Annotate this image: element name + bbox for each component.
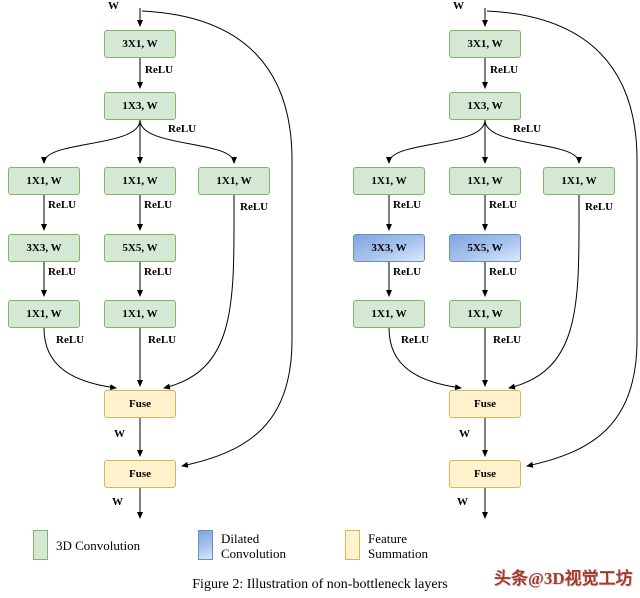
legend-swatch-3d-convolution bbox=[33, 530, 48, 560]
node-dilated-conv-5x5: 5X5, W bbox=[449, 234, 521, 262]
w-label: W bbox=[108, 0, 119, 12]
relu-label: ReLU bbox=[585, 201, 614, 213]
arrow bbox=[163, 194, 235, 390]
relu-label: ReLU bbox=[393, 266, 422, 278]
node-conv-3x3: 3X3, W bbox=[8, 234, 80, 262]
legend-label-dilated-convolution: Dilated Convolution bbox=[221, 531, 286, 561]
node-conv-1x1-branch2: 1X1, W bbox=[104, 167, 176, 195]
w-label: W bbox=[453, 0, 464, 12]
node-conv-1x1-branch1: 1X1, W bbox=[353, 167, 425, 195]
node-fuse-1: Fuse bbox=[104, 390, 176, 418]
relu-label: ReLU bbox=[393, 199, 422, 211]
relu-label: ReLU bbox=[145, 64, 174, 76]
relu-label: ReLU bbox=[56, 334, 85, 346]
relu-label: ReLU bbox=[489, 266, 518, 278]
node-fuse-2: Fuse bbox=[104, 460, 176, 488]
relu-label: ReLU bbox=[48, 266, 77, 278]
legend-dilated-line2: Convolution bbox=[221, 546, 287, 561]
legend-label-3d-convolution: 3D Convolution bbox=[56, 538, 141, 553]
node-conv-1x1-out2: 1X1, W bbox=[104, 300, 176, 328]
watermark: 头条@3D视觉工坊 bbox=[494, 569, 633, 588]
diagram-right: W 3X1, W ReLU 1X3, W ReLU 1X1, W 1X1, W … bbox=[345, 0, 640, 530]
relu-label: ReLU bbox=[401, 334, 430, 346]
figure-caption: Figure 2: Illustration of non-bottleneck… bbox=[192, 577, 448, 592]
node-conv-3x1: 3X1, W bbox=[104, 30, 176, 58]
arrows-layer bbox=[41, 8, 293, 519]
legend-feature-line2: Summation bbox=[368, 546, 428, 561]
node-conv-1x1-branch3: 1X1, W bbox=[543, 167, 615, 195]
legend-swatch-dilated-convolution bbox=[198, 530, 213, 560]
relu-label: ReLU bbox=[489, 199, 518, 211]
diagram-left: W 3X1, W ReLU 1X3, W ReLU 1X1, W 1X1, W … bbox=[0, 0, 320, 530]
w-label: W bbox=[114, 428, 125, 440]
node-conv-1x1-branch1: 1X1, W bbox=[8, 167, 80, 195]
w-label: W bbox=[457, 496, 468, 508]
node-fuse-1: Fuse bbox=[449, 390, 521, 418]
arrows-layer bbox=[386, 8, 638, 519]
node-conv-1x3: 1X3, W bbox=[449, 92, 521, 120]
arrow bbox=[41, 119, 141, 164]
relu-label: ReLU bbox=[513, 123, 542, 135]
node-conv-5x5: 5X5, W bbox=[104, 234, 176, 262]
node-conv-1x1-out1: 1X1, W bbox=[8, 300, 80, 328]
legend-label-feature-summation: Feature Summation bbox=[368, 531, 428, 561]
arrow bbox=[386, 119, 486, 164]
legend-feature-line1: Feature bbox=[368, 531, 407, 546]
node-conv-1x3: 1X3, W bbox=[104, 92, 176, 120]
node-conv-1x1-out1: 1X1, W bbox=[353, 300, 425, 328]
w-label: W bbox=[112, 496, 123, 508]
legend-swatch-feature-summation bbox=[345, 530, 360, 560]
legend-dilated-line1: Dilated bbox=[221, 531, 260, 546]
node-conv-1x1-branch3: 1X1, W bbox=[198, 167, 270, 195]
node-conv-1x1-branch2: 1X1, W bbox=[449, 167, 521, 195]
node-conv-3x1: 3X1, W bbox=[449, 30, 521, 58]
relu-label: ReLU bbox=[48, 199, 77, 211]
relu-label: ReLU bbox=[493, 334, 522, 346]
node-conv-1x1-out2: 1X1, W bbox=[449, 300, 521, 328]
relu-label: ReLU bbox=[168, 123, 197, 135]
relu-label: ReLU bbox=[144, 199, 173, 211]
node-dilated-conv-3x3: 3X3, W bbox=[353, 234, 425, 262]
w-label: W bbox=[459, 428, 470, 440]
relu-label: ReLU bbox=[144, 266, 173, 278]
relu-label: ReLU bbox=[148, 334, 177, 346]
relu-label: ReLU bbox=[240, 201, 269, 213]
arrow bbox=[508, 194, 580, 390]
node-fuse-2: Fuse bbox=[449, 460, 521, 488]
relu-label: ReLU bbox=[490, 64, 519, 76]
